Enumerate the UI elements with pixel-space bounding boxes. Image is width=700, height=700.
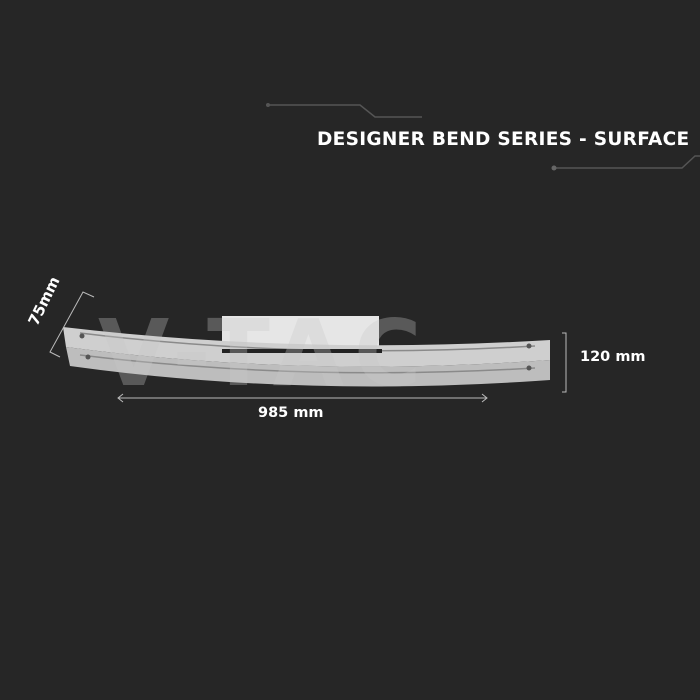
bottom-decor-line — [554, 155, 700, 169]
watermark-logo: V-TAC — [98, 300, 432, 407]
depth-bracket — [49, 291, 95, 358]
fixture — [63, 316, 550, 387]
length-label: 985 mm — [258, 405, 324, 421]
product-title: DESIGNER BEND SERIES - SURFACE — [317, 129, 690, 150]
height-label: 120 mm — [580, 349, 646, 365]
top-decor-line — [268, 104, 422, 118]
height-bracket — [562, 332, 567, 393]
